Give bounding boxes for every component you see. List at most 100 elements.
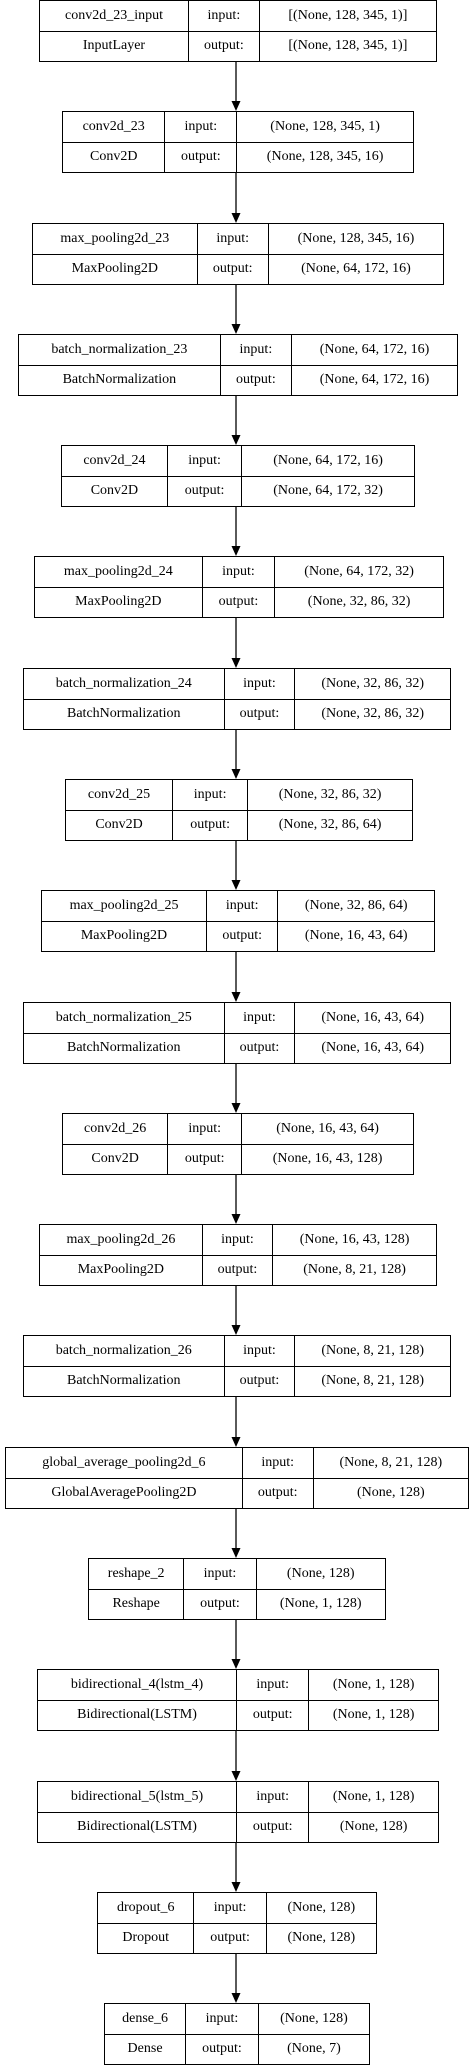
output-shape: (None, 32, 86, 32) (294, 698, 450, 729)
input-shape: (None, 64, 172, 32) (274, 557, 443, 588)
input-shape: (None, 128) (265, 1893, 376, 1924)
input-shape: (None, 128, 345, 16) (267, 224, 443, 255)
layer-class: InputLayer (40, 30, 189, 61)
output-label: output: (172, 809, 249, 840)
layer-name: max_pooling2d_25 (42, 891, 208, 922)
output-shape: (None, 1, 128) (255, 1588, 385, 1619)
layer-class: BatchNormalization (24, 1032, 225, 1063)
layer-name: max_pooling2d_24 (35, 557, 203, 588)
layer-class: Dropout (98, 1922, 195, 1953)
layer-class: Conv2D (66, 809, 174, 840)
edge-arrowhead (231, 658, 241, 668)
edge-arrowhead (231, 1882, 241, 1892)
input-label: input: (172, 780, 249, 811)
layer-class: MaxPooling2D (40, 1254, 203, 1285)
output-shape: (None, 128) (308, 1811, 438, 1842)
layer-class: Conv2D (63, 141, 166, 172)
layer-class: GlobalAveragePooling2D (6, 1477, 243, 1508)
layer-name: dense_6 (105, 2004, 187, 2035)
layer-node: bidirectional_5(lstm_5)input:(None, 1, 1… (37, 1781, 439, 1843)
layer-name: max_pooling2d_26 (40, 1225, 203, 1256)
output-label: output: (236, 1699, 310, 1730)
edge-arrowhead (231, 1103, 241, 1113)
input-label: input: (164, 112, 238, 143)
output-label: output: (167, 1143, 243, 1174)
layer-name: batch_normalization_26 (24, 1336, 225, 1367)
layer-name: conv2d_23 (63, 112, 166, 143)
layer-name: conv2d_26 (63, 1114, 169, 1145)
output-label: output: (219, 364, 293, 395)
output-label: output: (188, 30, 260, 61)
input-label: input: (219, 335, 293, 366)
output-label: output: (196, 253, 269, 284)
input-shape: (None, 128) (257, 2004, 369, 2035)
input-label: input: (236, 1782, 310, 1813)
edge-arrowhead (231, 769, 241, 779)
layer-class: MaxPooling2D (35, 586, 203, 617)
layer-name: bidirectional_4(lstm_4) (38, 1670, 238, 1701)
layer-name: batch_normalization_23 (19, 335, 221, 366)
layer-class: BatchNormalization (24, 698, 225, 729)
layer-name: conv2d_23_input (40, 1, 189, 32)
layer-table: bidirectional_4(lstm_4)input:(None, 1, 1… (38, 1670, 438, 1730)
edge-arrowhead (231, 1659, 241, 1669)
input-label: input: (183, 1559, 257, 1590)
input-label: input: (188, 1, 260, 32)
output-shape: (None, 8, 21, 128) (272, 1254, 436, 1285)
layer-class: Bidirectional(LSTM) (38, 1811, 238, 1842)
output-label: output: (201, 586, 276, 617)
output-label: output: (193, 1922, 267, 1953)
edge-arrowhead (231, 1437, 241, 1447)
layer-table: bidirectional_5(lstm_5)input:(None, 1, 1… (38, 1782, 438, 1842)
edge-arrowhead (231, 1214, 241, 1224)
layer-name: batch_normalization_24 (24, 669, 225, 700)
input-label: input: (241, 1448, 314, 1479)
output-shape: (None, 64, 172, 16) (291, 364, 457, 395)
input-label: input: (193, 1893, 267, 1924)
layer-name: reshape_2 (89, 1559, 185, 1590)
input-shape: (None, 8, 21, 128) (312, 1448, 468, 1479)
input-shape: (None, 16, 43, 128) (272, 1225, 436, 1256)
output-label: output: (223, 1032, 296, 1063)
edge-arrowhead (231, 213, 241, 223)
edge-arrowhead (231, 435, 241, 445)
output-shape: (None, 16, 43, 64) (294, 1032, 450, 1063)
output-label: output: (201, 1254, 274, 1285)
edge-arrowhead (231, 101, 241, 111)
input-label: input: (223, 1336, 296, 1367)
input-shape: (None, 128) (255, 1559, 385, 1590)
input-label: input: (201, 1225, 274, 1256)
input-label: input: (223, 1003, 296, 1034)
output-shape: (None, 16, 43, 128) (241, 1143, 413, 1174)
output-shape: (None, 16, 43, 64) (277, 920, 434, 951)
edge-arrowhead (231, 1325, 241, 1335)
output-shape: (None, 8, 21, 128) (294, 1365, 450, 1396)
edge-arrowhead (231, 992, 241, 1002)
input-shape: (None, 32, 86, 32) (294, 669, 450, 700)
output-shape: (None, 32, 86, 64) (247, 809, 412, 840)
output-label: output: (223, 1365, 296, 1396)
edge-arrowhead (231, 1993, 241, 2003)
output-label: output: (166, 475, 243, 506)
output-shape: [(None, 128, 345, 1)] (258, 30, 436, 61)
edge-arrowhead (231, 546, 241, 556)
